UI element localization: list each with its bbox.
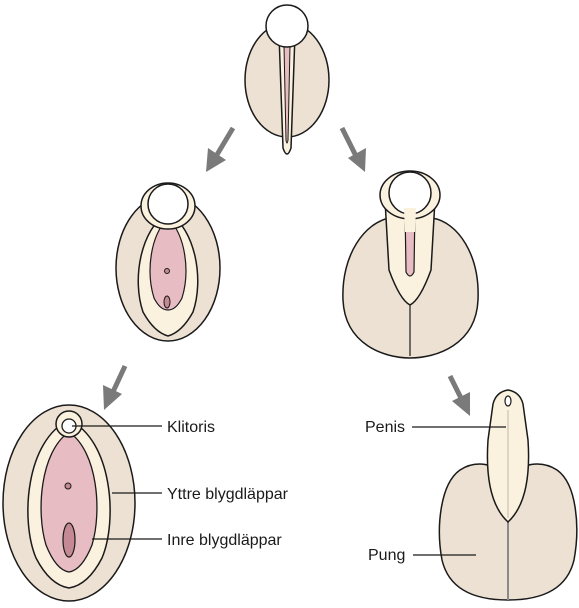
arrow-to-female-intermediate bbox=[206, 128, 233, 172]
female-intermediate-urethra bbox=[165, 269, 170, 274]
stage-female-adult bbox=[3, 405, 135, 601]
female-intermediate-head bbox=[148, 184, 188, 224]
arrow-to-male-intermediate bbox=[342, 128, 366, 172]
indifferent-tubercle bbox=[266, 5, 308, 47]
female-adult-vagina bbox=[63, 523, 75, 557]
label-outer-labia-group: Yttre blygdläppar bbox=[112, 486, 289, 503]
stage-indifferent bbox=[245, 5, 329, 154]
label-penis: Penis bbox=[365, 419, 405, 436]
stage-male-intermediate bbox=[343, 171, 478, 358]
stage-female-intermediate bbox=[116, 183, 220, 341]
female-intermediate-vagina bbox=[164, 296, 170, 308]
arrow-to-male-adult bbox=[450, 376, 470, 416]
stage-male-adult bbox=[439, 390, 576, 600]
label-penis-group: Penis bbox=[365, 419, 506, 436]
label-clitoris: Klitoris bbox=[167, 419, 215, 436]
male-adult-meatus bbox=[505, 396, 511, 406]
male-intermediate-tip bbox=[404, 208, 416, 232]
arrow-to-female-adult bbox=[103, 366, 125, 410]
label-inner-labia: Inre blygdläppar bbox=[167, 532, 282, 549]
label-outer-labia: Yttre blygdläppar bbox=[167, 486, 289, 503]
female-adult-urethra bbox=[65, 483, 71, 489]
label-scrotum: Pung bbox=[368, 547, 405, 564]
male-intermediate-head bbox=[389, 172, 431, 214]
